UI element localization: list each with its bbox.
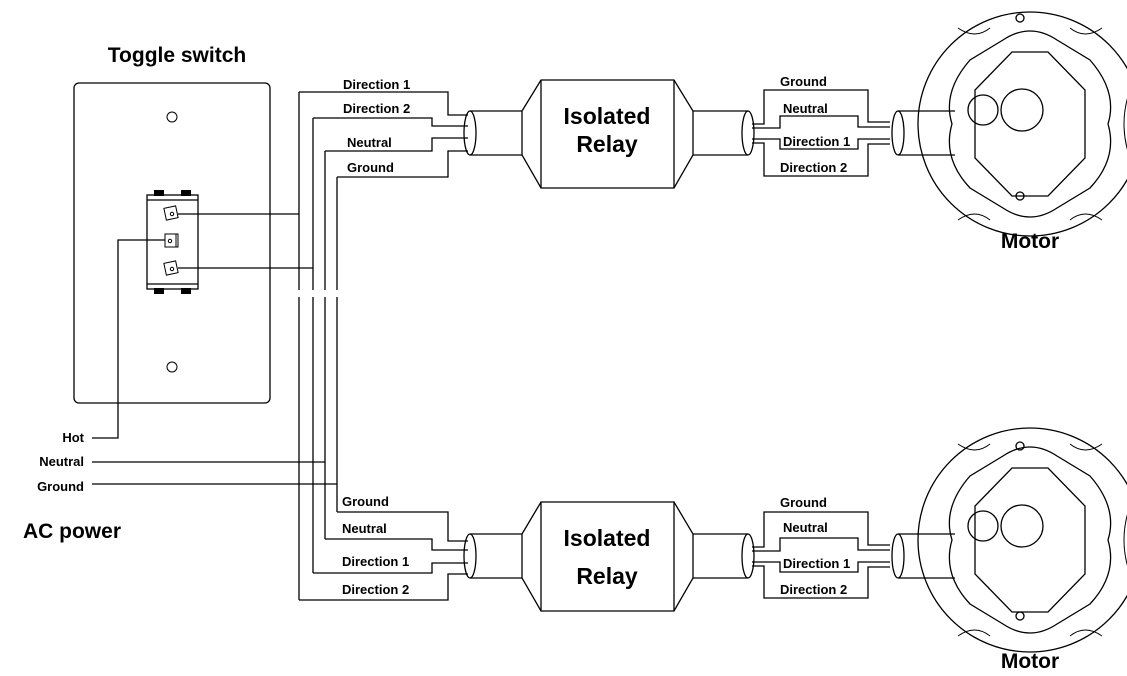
bottom-relay: Isolated Relay [521,501,694,612]
terminal-screw-top [163,205,179,221]
switch-body[interactable] [146,190,199,294]
bottom-relay-line1: Isolated [564,525,651,551]
neutral-label: Neutral [39,454,84,469]
bus-wires [92,91,468,601]
bottom-out-label-2: Neutral [783,520,828,535]
bottom-relay-output-labels: Ground Neutral Direction 1 Direction 2 [780,495,850,597]
top-in-label-2: Direction 2 [343,101,410,116]
top-out-label-3: Direction 1 [783,134,850,149]
hot-label: Hot [62,430,84,445]
top-out-label-1: Ground [780,74,827,89]
hot-wire [92,239,165,439]
bottom-relay-line2: Relay [576,563,638,589]
ac-power-title: AC power [23,520,121,543]
bottom-in-label-4: Direction 2 [342,582,409,597]
top-relay-input-labels: Direction 1 Direction 2 Neutral Ground [343,77,410,175]
top-in-label-3: Neutral [347,135,392,150]
bottom-out-label-4: Direction 2 [780,582,847,597]
plate-screw-top [166,111,178,123]
ac-power-labels: Hot Neutral Ground AC power [23,430,121,543]
top-cable-out [693,89,955,177]
bottom-relay-input-labels: Ground Neutral Direction 1 Direction 2 [342,494,409,597]
plate-screw-bottom [166,361,178,373]
terminal-screw-middle [164,233,179,248]
top-relay-line2: Relay [576,131,638,157]
top-relay-line1: Isolated [564,103,651,129]
top-motor-label: Motor [1001,230,1059,253]
bottom-in-label-3: Direction 1 [342,554,409,569]
top-out-label-4: Direction 2 [780,160,847,175]
top-in-label-1: Direction 1 [343,77,410,92]
bottom-in-label-2: Neutral [342,521,387,536]
top-motor [917,11,1127,237]
ground-label: Ground [37,479,84,494]
bottom-out-label-1: Ground [780,495,827,510]
bottom-motor-label: Motor [1001,650,1059,673]
bottom-in-label-1: Ground [342,494,389,509]
top-relay: Isolated Relay [521,79,694,189]
top-in-label-4: Ground [347,160,394,175]
bottom-motor [917,427,1127,653]
bottom-cable-out [693,511,955,599]
top-out-label-2: Neutral [783,101,828,116]
bottom-out-label-3: Direction 1 [783,556,850,571]
terminal-screw-bottom [163,260,179,276]
toggle-switch-title: Toggle switch [108,44,246,67]
top-cable-in [463,110,522,156]
switch-plate [73,82,271,404]
top-relay-output-labels: Ground Neutral Direction 1 Direction 2 [780,74,850,175]
bottom-cable-in [463,533,522,579]
